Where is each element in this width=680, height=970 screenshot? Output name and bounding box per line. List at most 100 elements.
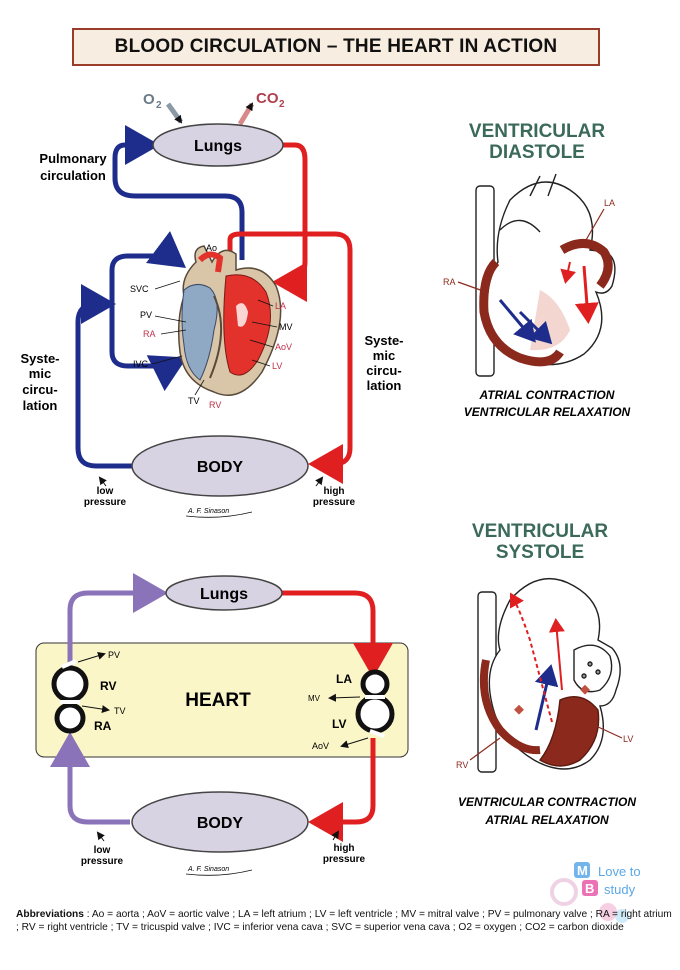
svg-text:lation: lation bbox=[367, 378, 402, 393]
systemic-label-right: Syste- mic circu- lation bbox=[364, 333, 403, 393]
diastole-heart-illustration bbox=[475, 173, 616, 377]
svc-inflow-path bbox=[109, 231, 186, 304]
lungs-label-bottom: Lungs bbox=[200, 586, 248, 603]
top-circulation-diagram: O 2 CO 2 Lungs BODY Pulmonary circulatio… bbox=[20, 90, 404, 518]
svg-text:Syste-: Syste- bbox=[20, 351, 59, 366]
mv-label-bottom: MV bbox=[308, 694, 321, 703]
low-pressure-label-1: low bbox=[97, 486, 114, 497]
diastole-caption-1: ATRIAL CONTRACTION bbox=[479, 388, 615, 402]
label-ra: RA bbox=[143, 329, 156, 339]
systemic-vein-lower-path bbox=[75, 284, 132, 469]
systole-title-1: VENTRICULAR bbox=[472, 521, 608, 542]
diastole-la-label: LA bbox=[604, 198, 615, 208]
svg-text:mic: mic bbox=[29, 366, 51, 381]
diastole-blue-arrow-1 bbox=[498, 299, 536, 343]
label-la: LA bbox=[275, 301, 286, 311]
pulmonary-vein-path-bottom bbox=[280, 590, 393, 678]
systole-red-arrow-2 bbox=[548, 618, 565, 691]
rv-label-bottom: RV bbox=[100, 679, 116, 693]
high-pressure-label-1: high bbox=[323, 486, 344, 497]
co2-label: CO 2 bbox=[256, 90, 285, 110]
aov-label-bottom: AoV bbox=[312, 741, 329, 751]
pv-arrow bbox=[77, 651, 106, 663]
diastole-title-2: DIASTOLE bbox=[489, 142, 585, 163]
systemic-label-left: Syste- mic circu- lation bbox=[20, 351, 59, 413]
low-pressure-arrow bbox=[98, 476, 107, 487]
label-ao: Ao bbox=[206, 243, 217, 253]
tv-arrow bbox=[81, 705, 110, 714]
ventricular-diastole-panel: VENTRICULAR DIASTOLE LA RA ATRIAL CONTRA… bbox=[443, 121, 631, 419]
o2-label: O 2 bbox=[143, 91, 162, 111]
label-rv: RV bbox=[209, 400, 221, 410]
heart-illustration bbox=[177, 245, 282, 396]
body-oval bbox=[131, 435, 309, 497]
diastole-red-arrow-2 bbox=[560, 261, 576, 284]
svg-text:M: M bbox=[577, 863, 588, 878]
svg-text:2: 2 bbox=[279, 99, 285, 110]
systemic-artery-path bbox=[227, 231, 353, 484]
diastole-la-pointer bbox=[585, 208, 605, 241]
systole-valve-2 bbox=[580, 684, 590, 695]
diastole-caption-2: VENTRICULAR RELAXATION bbox=[464, 405, 631, 419]
systole-lv-pointer bbox=[595, 725, 623, 739]
systemic-vein-path-bottom bbox=[50, 732, 130, 825]
o2-inflow-arrow bbox=[165, 102, 184, 124]
circulation-diagrams: O 2 CO 2 Lungs BODY Pulmonary circulatio… bbox=[20, 90, 636, 876]
svg-text:B: B bbox=[585, 881, 594, 896]
systole-red-arrow-1 bbox=[510, 592, 553, 723]
label-svc: SVC bbox=[130, 284, 149, 294]
label-aov: AoV bbox=[275, 342, 292, 352]
label-mv: MV bbox=[279, 322, 293, 332]
co2-outflow-arrow bbox=[237, 102, 255, 126]
systole-title-2: SYSTOLE bbox=[496, 542, 584, 563]
systole-rv-pointer bbox=[469, 737, 501, 761]
body-label: BODY bbox=[197, 459, 244, 476]
svg-text:mic: mic bbox=[373, 348, 395, 363]
svg-text:2: 2 bbox=[156, 100, 162, 111]
low-pressure-label-2: pressure bbox=[84, 497, 127, 508]
systole-blue-arrow bbox=[534, 664, 559, 731]
svg-text:CO: CO bbox=[256, 90, 279, 107]
systole-caption-1: VENTRICULAR CONTRACTION bbox=[458, 795, 636, 809]
systole-rv-label: RV bbox=[456, 760, 468, 770]
abbreviations-footer: Abbreviations : Ao = aorta ; AoV = aorti… bbox=[16, 908, 676, 934]
heart-label: HEART bbox=[185, 690, 251, 711]
body-label-bottom: BODY bbox=[197, 815, 244, 832]
low-pressure-bottom-1: low bbox=[94, 845, 111, 856]
pulmonary-label-2: circulation bbox=[40, 168, 106, 183]
abbreviations-text: : Ao = aorta ; AoV = aortic valve ; LA =… bbox=[16, 909, 672, 933]
diastole-red-arrow-1 bbox=[574, 265, 599, 324]
pulmonary-label-1: Pulmonary bbox=[39, 151, 107, 166]
high-pressure-bottom-1: high bbox=[333, 843, 354, 854]
svg-text:Syste-: Syste- bbox=[364, 333, 403, 348]
watermark-line-2: study bbox=[604, 882, 636, 897]
diastole-ra-pointer bbox=[457, 281, 487, 293]
mv-arrow bbox=[328, 693, 361, 702]
pulmonary-artery-path bbox=[112, 142, 245, 260]
aov-arrow bbox=[340, 737, 369, 749]
signature-top: A. F. Sinason bbox=[185, 508, 253, 518]
svg-text:A. F. Sinason: A. F. Sinason bbox=[187, 866, 229, 873]
lv-label-bottom: LV bbox=[332, 717, 346, 731]
svg-text:O: O bbox=[143, 91, 155, 108]
pv-label-bottom: PV bbox=[108, 650, 120, 660]
systole-caption-2: ATRIAL RELAXATION bbox=[484, 813, 609, 827]
low-pressure-bottom-2: pressure bbox=[81, 856, 124, 867]
high-pressure-arrow bbox=[315, 476, 324, 487]
svg-text:circu-: circu- bbox=[366, 363, 401, 378]
high-pressure-label-2: pressure bbox=[313, 497, 356, 508]
page-title: BLOOD CIRCULATION – THE HEART IN ACTION bbox=[72, 28, 600, 66]
systole-lv-label: LV bbox=[623, 734, 633, 744]
pulmonary-artery-path-bottom bbox=[67, 573, 168, 666]
lungs-oval-bottom bbox=[165, 575, 283, 611]
high-pressure-arrow-bottom bbox=[331, 830, 340, 841]
svg-text:A. F. Sinason: A. F. Sinason bbox=[187, 508, 229, 515]
diastole-title-1: VENTRICULAR bbox=[469, 121, 605, 142]
ivc-inflow-path bbox=[109, 304, 187, 392]
high-pressure-bottom-2: pressure bbox=[323, 854, 366, 865]
la-label-bottom: LA bbox=[336, 672, 352, 686]
svg-text:lation: lation bbox=[23, 398, 58, 413]
ra-label-bottom: RA bbox=[94, 719, 112, 733]
abbreviations-heading: Abbreviations bbox=[16, 909, 84, 920]
pulmonary-vein-path bbox=[272, 142, 308, 302]
